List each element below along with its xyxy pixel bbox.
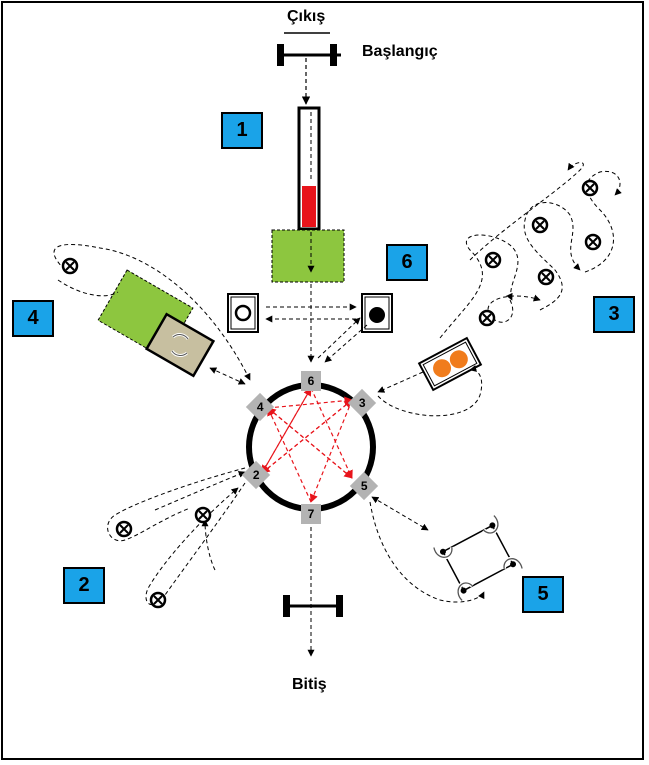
station2-loop-c bbox=[145, 482, 246, 606]
station2-loop-a bbox=[107, 467, 246, 542]
start-label: Başlangıç bbox=[362, 43, 438, 60]
node6-to-filled-arrow bbox=[317, 317, 361, 359]
station4-loop-in bbox=[57, 279, 119, 297]
hub-connections bbox=[261, 387, 353, 503]
crossed-circles-3 bbox=[478, 179, 602, 327]
rotor-arrows-icon bbox=[431, 514, 525, 602]
orange-dots-block bbox=[417, 336, 483, 392]
rotate-arrows-icon bbox=[170, 332, 190, 358]
exit-label: Çıkış bbox=[287, 8, 326, 25]
station3-loop-c bbox=[523, 202, 581, 311]
end-label: Bitiş bbox=[292, 676, 327, 693]
station3-loop-e bbox=[469, 162, 584, 261]
crossed-circle-icon bbox=[61, 257, 79, 275]
hub-node-7: 7 bbox=[301, 504, 321, 524]
station-box-4: 4 bbox=[12, 300, 54, 337]
hub-connection-line bbox=[267, 407, 312, 503]
hub-node-6: 6 bbox=[301, 371, 321, 391]
end-gate bbox=[283, 595, 343, 617]
tan-to-node4-arrow bbox=[209, 367, 246, 385]
station-box-6: 6 bbox=[386, 244, 428, 281]
green-block-6 bbox=[271, 229, 345, 283]
hub-connection-line bbox=[267, 407, 353, 479]
hub-connection-line bbox=[261, 387, 312, 474]
open-circle-icon bbox=[227, 293, 259, 333]
crossed-circle-icon bbox=[584, 233, 602, 251]
node5-loop bbox=[369, 501, 485, 603]
filled-to-node6-arrow bbox=[324, 324, 368, 363]
station-box-1: 1 bbox=[221, 112, 263, 149]
crossed-circle-icon bbox=[115, 520, 133, 538]
start-gate bbox=[277, 44, 341, 66]
node3-loop bbox=[377, 365, 483, 417]
tan-block-4 bbox=[144, 312, 216, 378]
test-tube bbox=[297, 106, 321, 231]
crossed-circle-icon bbox=[478, 309, 496, 327]
crossed-circle-icon bbox=[537, 268, 555, 286]
crossed-circles-2 bbox=[115, 506, 212, 609]
station3-loop-b bbox=[487, 294, 541, 323]
station3-loop-a bbox=[439, 234, 519, 339]
crossed-circle-icon bbox=[149, 591, 167, 609]
station-box-2: 2 bbox=[63, 567, 105, 604]
node5-to-rotor-arrow bbox=[371, 496, 429, 531]
hub-connection-line bbox=[309, 399, 353, 503]
crossed-circle-icon bbox=[194, 506, 212, 524]
station2-loop-d bbox=[201, 519, 216, 571]
crossed-circle-icon bbox=[581, 179, 599, 197]
filled-circle-icon bbox=[361, 293, 393, 333]
station-box-5: 5 bbox=[522, 576, 564, 613]
station2-loop-b bbox=[154, 471, 246, 511]
station-box-3: 3 bbox=[593, 296, 635, 333]
hub-connection-line bbox=[267, 407, 353, 479]
station4-loop-out bbox=[53, 243, 251, 381]
crossed-circle-icon bbox=[484, 251, 502, 269]
orange-to-node3-arrow bbox=[377, 371, 424, 393]
hub-connection-line bbox=[261, 399, 353, 474]
hub-connection-line bbox=[267, 396, 353, 409]
crossed-circle-icon bbox=[531, 216, 549, 234]
